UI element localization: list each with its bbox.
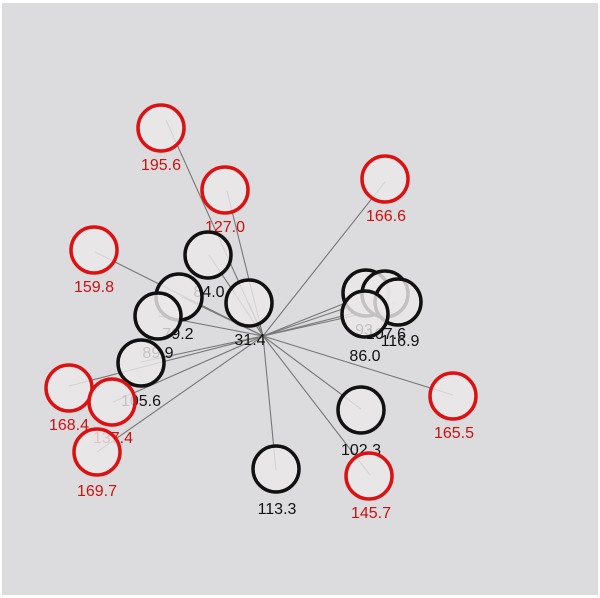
node-168-4[interactable]: 168.4	[44, 363, 94, 434]
node-166-6[interactable]: 166.6	[360, 154, 410, 225]
node-label-159-8: 159.8	[74, 279, 114, 296]
node-circle-165-5[interactable]	[428, 371, 478, 421]
node-circle-168-4[interactable]	[44, 363, 94, 413]
node-label-166-6: 166.6	[366, 208, 406, 225]
graph-background	[2, 3, 598, 595]
node-label-168-4: 168.4	[49, 417, 89, 434]
node-circle-169-7[interactable]	[72, 427, 122, 477]
node-label-169-7: 169.7	[77, 483, 117, 500]
nodes-layer: 195.6127.0166.6159.884.079.289.993107.61…	[44, 103, 478, 522]
edge-137-4	[112, 335, 264, 403]
edge-145-7	[262, 335, 371, 476]
node-circle-102-3[interactable]	[336, 385, 386, 435]
node-label-113-3: 113.3	[258, 501, 297, 518]
node-165-5[interactable]: 165.5	[428, 371, 478, 442]
node-circle-86-0[interactable]	[340, 289, 390, 339]
node-127-0[interactable]: 127.0	[200, 165, 250, 236]
node-circle-145-7[interactable]	[344, 451, 394, 501]
node-113-3[interactable]: 113.3	[251, 444, 301, 518]
edge-165-5	[262, 335, 454, 396]
center-node[interactable]: 31.4	[224, 278, 274, 349]
node-label-145-7: 145.7	[351, 505, 391, 522]
center-node-label: 31.4	[234, 332, 265, 349]
node-label-195-6: 195.6	[141, 157, 181, 174]
node-195-6[interactable]: 195.6	[136, 103, 186, 174]
edge-166-6	[262, 181, 386, 337]
center-node-circle[interactable]	[224, 278, 274, 328]
node-circle-166-6[interactable]	[360, 154, 410, 204]
node-circle-127-0[interactable]	[200, 165, 250, 215]
node-169-7[interactable]: 169.7	[72, 427, 122, 500]
node-circle-89-9[interactable]	[133, 291, 183, 341]
node-circle-137-4[interactable]	[87, 377, 137, 427]
node-circle-113-3[interactable]	[251, 444, 301, 494]
node-86-0[interactable]: 86.0	[340, 289, 390, 365]
node-circle-105-6[interactable]	[116, 338, 166, 388]
node-145-7[interactable]: 145.7	[344, 451, 394, 522]
node-label-116-9: 116.9	[381, 333, 420, 350]
edge-169-7	[96, 335, 264, 453]
node-102-3[interactable]: 102.3	[336, 385, 386, 459]
node-circle-159-8[interactable]	[69, 225, 119, 275]
node-label-86-0: 86.0	[349, 348, 380, 365]
node-circle-84-0[interactable]	[183, 230, 233, 280]
node-159-8[interactable]: 159.8	[69, 225, 119, 296]
edge-168-4	[68, 335, 264, 387]
node-label-165-5: 165.5	[434, 425, 474, 442]
node-circle-195-6[interactable]	[136, 103, 186, 153]
